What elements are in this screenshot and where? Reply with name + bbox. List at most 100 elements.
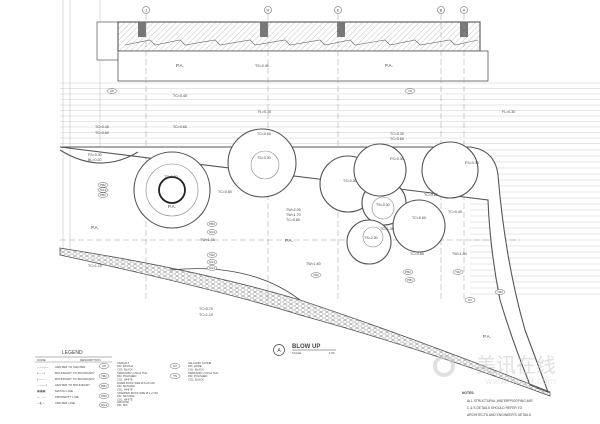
level-tag: TC=0.30	[390, 132, 404, 136]
level-tag: TC=0.80	[218, 190, 232, 194]
column	[337, 22, 345, 37]
material-tag: SG3	[100, 188, 106, 192]
level-tag: TW=1.65	[200, 238, 215, 242]
pebble-path	[59, 247, 551, 397]
notes-line: ARCHITECTS AND ENGINEER'S DETAILS	[467, 413, 532, 417]
area-label: P.A.	[176, 63, 184, 68]
building-block	[96, 21, 489, 82]
level-annotations: TC=0.45 TS=0.45 TC=0.45 FL=0.30 FL=0.30 …	[88, 64, 515, 317]
material-tag: TR2	[455, 270, 461, 274]
column	[260, 22, 268, 37]
material-tag: AP	[110, 89, 114, 93]
level-tag: FL=0.30	[502, 110, 515, 114]
area-label: P.A.	[91, 225, 99, 230]
material-desc: FIN: HONE	[188, 364, 202, 368]
grid-label: E	[337, 8, 340, 13]
legend: LEGEND CODE DESCRIPTION ←——→CENTER TO CE…	[35, 350, 112, 405]
material-tag: SG3	[209, 260, 215, 264]
material-desc: COL: BLACK	[117, 367, 133, 371]
material-desc: FIN: MIX	[117, 403, 128, 407]
material-code: SV	[173, 364, 177, 368]
material-tag: PB1	[407, 278, 413, 282]
legend-label: MATCH LINE	[55, 389, 73, 393]
legend-symbol: |——|	[37, 371, 45, 375]
material-desc: FIN: POLISHED	[188, 374, 207, 378]
material-tag: TR2	[497, 290, 503, 294]
legend-symbol: —℄—	[37, 401, 45, 405]
drawing-title: A BLOW UP SCALE 1:50	[273, 344, 336, 356]
column	[460, 22, 468, 37]
material-tag: PB2	[100, 183, 106, 187]
grid-label: J	[145, 8, 147, 13]
title-text: BLOW UP	[292, 344, 320, 350]
legend-label: BOUNDARY TO BOUNDARY	[55, 377, 95, 381]
watermark-url: www.ms99.com	[485, 377, 556, 387]
material-desc: TERRAZZO 1 INCH THK.	[117, 371, 148, 375]
level-tag: TC=0.60	[173, 125, 187, 129]
material-desc: COL: WHITE	[117, 387, 133, 391]
material-code: SG3	[101, 403, 107, 407]
legend-symbol: ←——|	[37, 383, 47, 387]
material-desc: GRANITE	[117, 400, 129, 404]
material-tag: SV	[468, 298, 472, 302]
area-label: P.A.	[483, 334, 491, 339]
material-desc: VALCANIC STONE	[188, 361, 211, 365]
material-desc: COL: WHITE	[117, 377, 133, 381]
level-tag: TS=2.30	[164, 175, 178, 179]
level-tag: TS=0.30	[257, 156, 271, 160]
notes-line: ALL STRUCTURAL,WATERPROOFING,M/E	[467, 399, 533, 403]
material-tag: TS	[408, 89, 412, 93]
level-tag: TW=1.80	[306, 262, 321, 266]
level-tag: TC=0.60	[257, 132, 271, 136]
notes: NOTES: ALL STRUCTURAL,WATERPROOFING,M/E …	[462, 391, 533, 417]
level-tag: TS=0.45	[255, 64, 269, 68]
grid-label: A	[463, 8, 466, 13]
material-desc: ASPHALT	[117, 361, 129, 365]
notes-line: C & S DETAILS SHOULD REFER TO	[467, 406, 523, 410]
material-tag: PB2	[100, 193, 106, 197]
material-desc: COL: BLACK	[188, 367, 204, 371]
grid-bubbles: J H E B A	[142, 6, 468, 14]
material-code: PB1	[101, 384, 107, 388]
legend-col-desc: DESCRIPTION	[80, 358, 101, 362]
legend-label: PROPERTY LINE	[55, 395, 79, 399]
material-code: PB2	[101, 394, 107, 398]
level-tag: TC=0.65	[390, 137, 404, 141]
level-tag: TS=0.30	[376, 203, 390, 207]
legend-symbol: ←——→	[37, 365, 49, 369]
material-tag: PB2	[209, 222, 215, 226]
legend-label: CENTER TO BOUNDARY	[55, 383, 90, 387]
area-label: P.A.	[285, 238, 293, 243]
level-tag: TC=0.60	[412, 216, 426, 220]
level-tag: TW=1.50	[452, 252, 467, 256]
material-desc: TERRAZZO 1 INCH THK.	[188, 371, 219, 375]
level-tag: FS=0.30	[88, 153, 102, 157]
level-tag: TC=0.45	[173, 94, 187, 98]
material-code: TR2	[101, 374, 107, 378]
material-desc: FIN: NATURAL	[117, 394, 136, 398]
level-tag: TC=0.70	[199, 307, 213, 311]
legend-symbol: ▦▦▦	[37, 389, 46, 393]
level-tag: BL=0.20	[88, 158, 102, 162]
level-tag: TS=0.30	[343, 179, 357, 183]
level-tag: TC=0.80	[286, 218, 300, 222]
material-tag: PB2	[405, 270, 411, 274]
material-desc: RIVER ROCK SIZE Ø 5-20 CM.	[117, 381, 155, 385]
scale-value: 1:50	[329, 351, 335, 355]
area-labels: P.A. P.A. P.A. P.A. P.A. P.A.	[91, 63, 491, 339]
level-tag: TC=0.40	[448, 210, 462, 214]
area-label: P.A.	[385, 63, 393, 68]
level-tag: TC=0.85	[424, 193, 438, 197]
legend-label: BOUNDARY TO BOUNDARY	[55, 371, 95, 375]
material-desc: COL: BLACK	[188, 377, 204, 381]
level-tag: TC=0.45	[95, 125, 109, 129]
material-tag: TR2	[313, 273, 319, 277]
scale-label: SCALE	[292, 351, 301, 355]
title-marker: A	[277, 348, 281, 354]
legend-title: LEGEND	[62, 350, 83, 356]
material-code: AP	[102, 364, 106, 368]
level-tag: FL=0.30	[258, 110, 271, 114]
notes-heading: NOTES:	[462, 391, 474, 395]
material-desc: FIN: NATURAL	[117, 384, 136, 388]
